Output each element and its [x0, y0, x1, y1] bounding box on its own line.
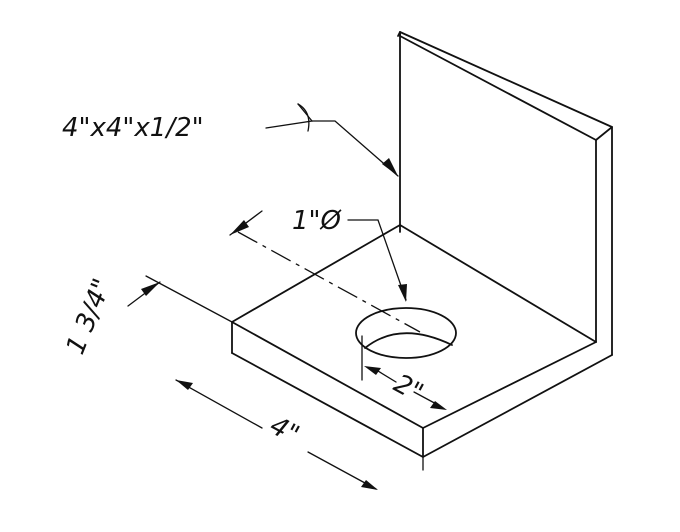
width-label: 4" — [265, 411, 304, 451]
hole-diameter-label: 1"Ø — [292, 206, 343, 236]
angle-spec-label: 4"x4"x1/2" — [62, 113, 204, 143]
angle-spec-leader — [265, 103, 399, 177]
width-dimension — [175, 379, 424, 490]
hole-offset-dimension — [361, 335, 447, 410]
hole-offset-label: 2" — [389, 369, 428, 409]
hole-diameter-leader — [347, 219, 407, 302]
base-leg — [231, 224, 613, 458]
hole-center-line — [237, 231, 421, 333]
hole — [355, 307, 457, 359]
leg-offset-label: 1 3/4" — [61, 274, 118, 358]
vertical-leg — [397, 31, 613, 356]
leg-offset-dimension — [127, 210, 263, 323]
